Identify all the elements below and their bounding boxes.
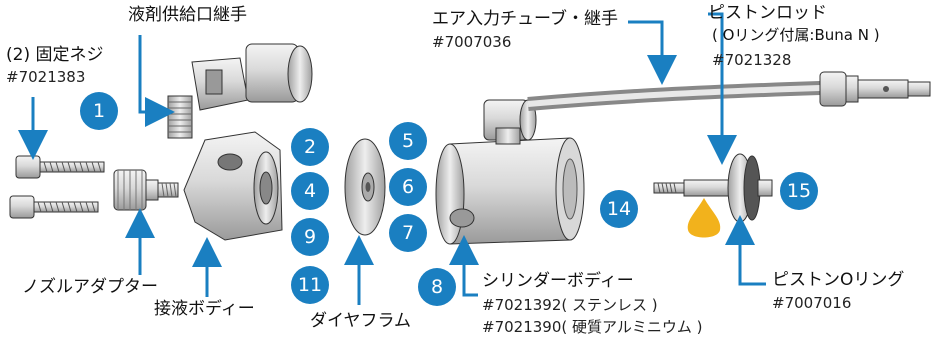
pn-cylinder-2: #7021390( 硬質アルミニウム ) <box>482 318 703 336</box>
pn-screws: #7021383 <box>6 68 86 86</box>
badge-5: 5 <box>389 122 427 160</box>
wetted-body-part <box>167 43 313 241</box>
arrow-air <box>628 20 677 85</box>
arrow-fitting <box>138 35 175 127</box>
screw-top <box>15 155 105 179</box>
badge-11: 11 <box>291 266 329 304</box>
label-wetted-body: 接液ボディー <box>154 299 255 319</box>
pn-air-fitting: #7007036 <box>432 33 512 51</box>
label-cylinder-body: シリンダーボディー <box>482 271 634 291</box>
badge-4: 4 <box>291 172 329 210</box>
badge-14: 14 <box>600 190 638 228</box>
badge-1: 1 <box>80 92 118 130</box>
label-piston-rod: ピストンロッド <box>708 3 827 23</box>
badge-6: 6 <box>389 168 427 206</box>
piston-rod-part <box>819 71 931 107</box>
badge-15: 15 <box>780 172 818 210</box>
grease-drop <box>687 198 721 238</box>
label-screws: (2) 固定ネジ <box>6 45 104 65</box>
pn-cylinder-1: #7021392( ステンレス ) <box>482 296 658 314</box>
pn-piston-oring: #7007016 <box>772 294 852 312</box>
label-liquid-fitting: 液剤供給口継手 <box>128 5 247 25</box>
pn-piston-rod: #7021328 <box>712 51 792 69</box>
badge-8: 8 <box>418 268 456 306</box>
nozzle-adapter-part <box>113 169 179 211</box>
label-piston-rod-note: ( Oリング付属:Buna N ) <box>712 26 880 44</box>
arrow-cylinder <box>449 235 479 297</box>
label-air-fitting: エア入力チューブ・継手 <box>432 9 618 29</box>
arrow-oring <box>725 215 766 286</box>
diaphragm-part <box>344 138 386 236</box>
label-diaphragm: ダイヤフラム <box>310 311 411 331</box>
label-nozzle-adapter: ノズルアダプター <box>22 277 158 297</box>
screw-bottom <box>9 195 99 219</box>
cylinder-body-part <box>435 99 585 245</box>
arrow-rod <box>707 12 737 165</box>
badge-7: 7 <box>389 214 427 252</box>
badge-9: 9 <box>291 218 329 256</box>
badge-2: 2 <box>291 128 329 166</box>
label-piston-oring: ピストンOリング <box>772 270 905 290</box>
piston-part <box>653 153 773 223</box>
